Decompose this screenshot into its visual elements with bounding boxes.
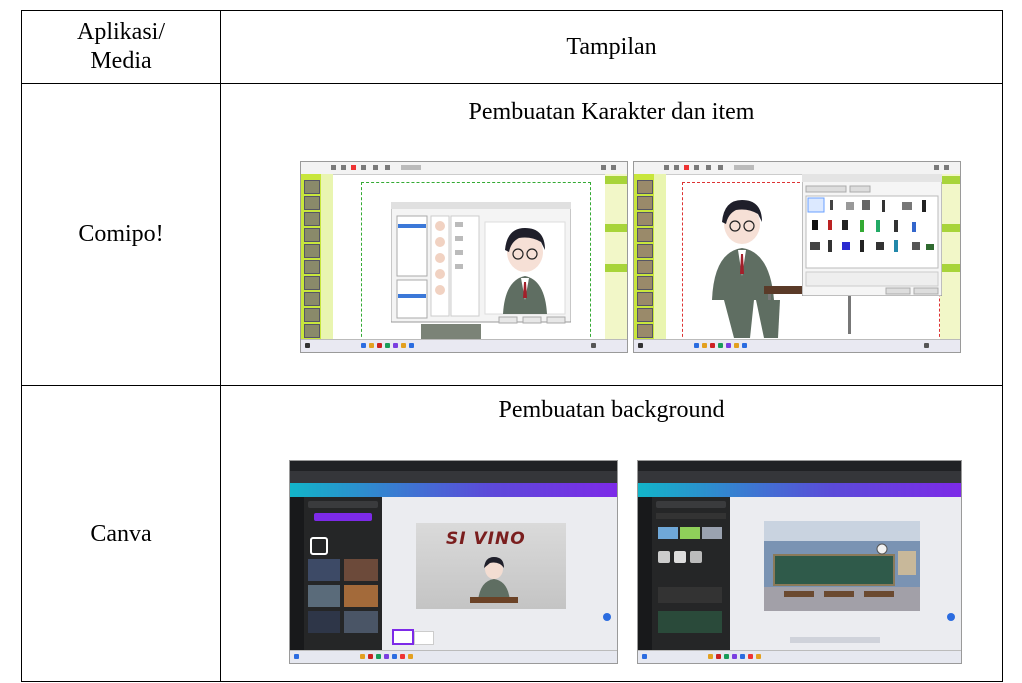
browser-url-bar	[638, 471, 961, 483]
browser-tabs	[290, 461, 617, 471]
app-comipo: Comipo!	[78, 221, 164, 248]
comipo-item-screenshot	[633, 161, 961, 353]
column-divider	[220, 11, 221, 681]
row-divider-comipo	[22, 385, 1002, 386]
app-canva: Canva	[90, 521, 152, 548]
comipo-character-dialog	[391, 202, 571, 340]
canva-side-nav	[290, 497, 304, 651]
browser-url-bar	[290, 471, 617, 483]
header-aplikasi-media: Aplikasi/ Media	[22, 11, 220, 83]
caption-comipo: Pembuatan Karakter dan item	[468, 99, 755, 125]
comipo-right-panel	[938, 174, 960, 340]
slide-title: SI VINO	[446, 529, 526, 549]
comipo-toolbar	[301, 162, 627, 175]
canva-top-bar	[290, 483, 617, 497]
comipo-character-screenshot	[300, 161, 628, 353]
canva-canvas-area	[730, 497, 961, 651]
canva-canvas-area: SI VINO	[382, 497, 617, 651]
comipo-taskbar	[634, 339, 960, 352]
browser-tabs	[638, 461, 961, 471]
comipo-toolbar	[634, 162, 960, 175]
comipo-panel-strip	[321, 174, 333, 340]
comipo-background-sidebar	[634, 174, 654, 340]
comipo-taskbar	[301, 339, 627, 352]
header-aplikasi-media-text: Aplikasi/ Media	[77, 19, 165, 74]
canva-slide: SI VINO	[416, 523, 566, 609]
canva-top-bar	[638, 483, 961, 497]
slide-character	[470, 557, 518, 603]
header-tampilan: Tampilan	[566, 33, 657, 60]
windows-taskbar	[638, 650, 961, 663]
canva-background-screenshot	[637, 460, 962, 664]
caption-canva: Pembuatan background	[498, 397, 725, 423]
classroom-background-slide	[764, 521, 920, 611]
canva-title-screenshot: SI VINO	[289, 460, 618, 664]
media-table: Aplikasi/ Media Tampilan Comipo! Pembuat…	[21, 10, 1003, 682]
canva-side-nav	[638, 497, 652, 651]
comipo-item-palette	[802, 174, 942, 296]
windows-taskbar	[290, 650, 617, 663]
canva-elements-panel	[652, 497, 730, 651]
comipo-character-sidebar	[301, 174, 321, 340]
comipo-panel-strip	[654, 174, 666, 340]
comipo-right-panel	[605, 174, 627, 340]
row-divider-header	[22, 83, 1002, 84]
canva-elements-panel	[304, 497, 382, 651]
